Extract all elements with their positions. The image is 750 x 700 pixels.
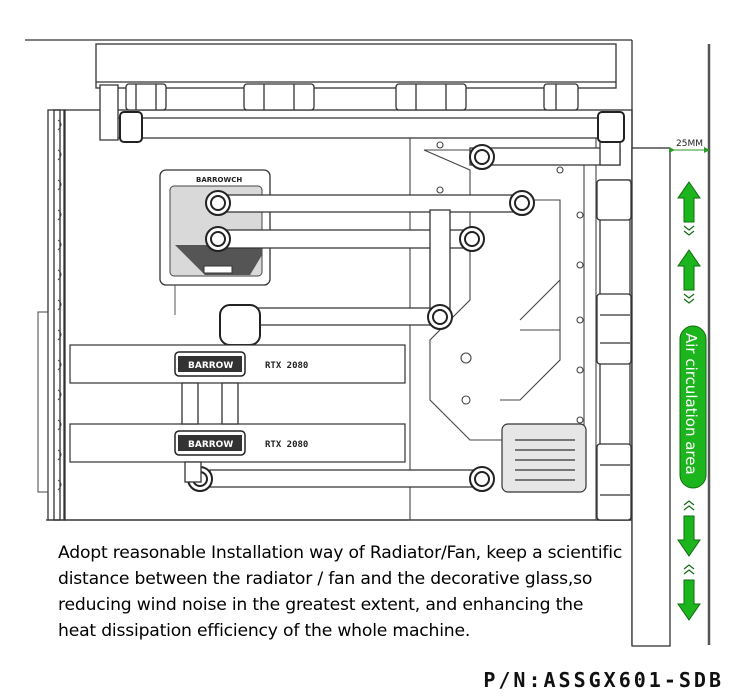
front-radiator xyxy=(596,147,671,647)
airflow-chevrons xyxy=(683,225,695,575)
air-circulation-badge: Air circulation area xyxy=(679,325,707,489)
dimension-marker: 25MM xyxy=(669,139,710,153)
gpu-bridge-tubes xyxy=(181,382,239,483)
arrow-down-icon xyxy=(677,515,701,557)
gpu-card-2: BARROW RTX 2080 xyxy=(69,423,406,463)
airflow-arrows xyxy=(677,181,701,621)
gpu-bridge-logo-2: BARROW xyxy=(188,440,233,450)
dimension-label: 25MM xyxy=(676,139,703,149)
arrow-up-icon xyxy=(677,249,701,291)
cpu-block-logo: BARROWCH xyxy=(196,176,242,184)
description-callout: Adopt reasonable Installation way of Rad… xyxy=(56,540,626,646)
part-number: P/N:ASSGX601-SDB xyxy=(483,668,724,692)
pump xyxy=(501,423,587,493)
gpu-bridge-logo-1: BARROW xyxy=(188,361,233,371)
arrow-up-icon xyxy=(677,181,701,223)
arrow-down-icon xyxy=(677,579,701,621)
description-text: Adopt reasonable Installation way of Rad… xyxy=(58,543,623,641)
gpu-label-2: RTX 2080 xyxy=(265,440,308,450)
gpu-label-1: RTX 2080 xyxy=(265,361,308,371)
gpu-card-1: BARROW RTX 2080 xyxy=(69,344,406,384)
top-radiator xyxy=(95,43,617,111)
rear-slots xyxy=(37,119,62,493)
air-circulation-label: Air circulation area xyxy=(682,333,700,475)
